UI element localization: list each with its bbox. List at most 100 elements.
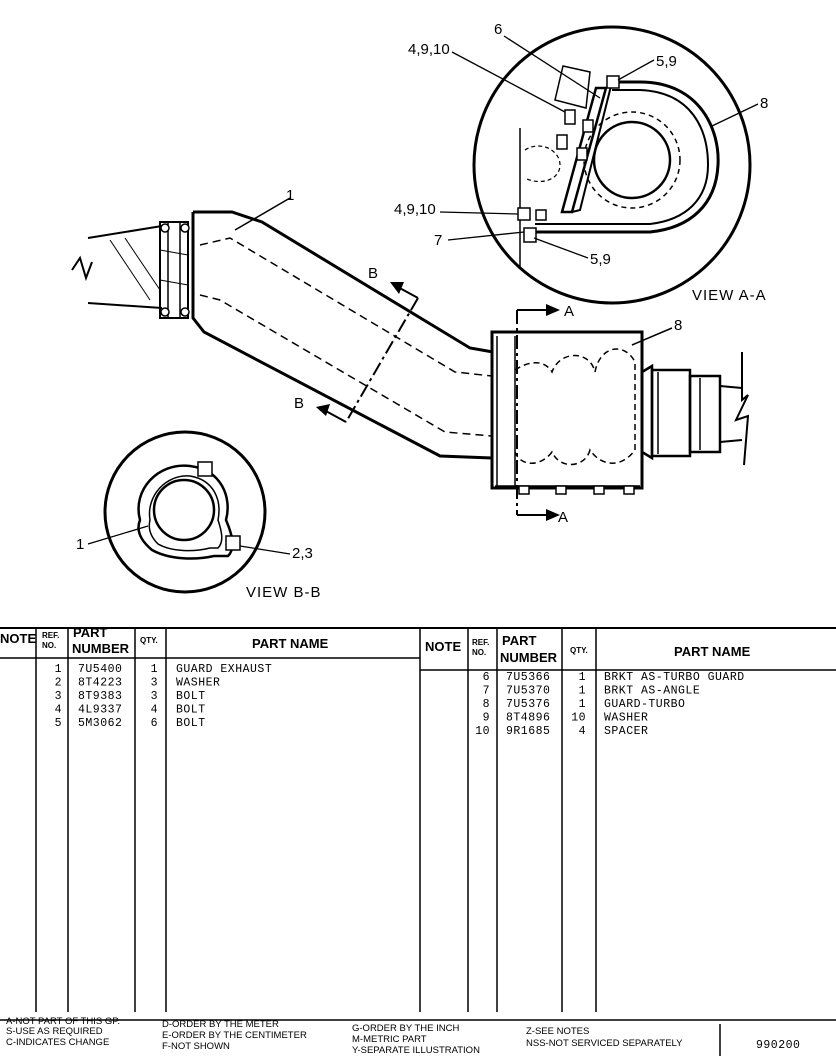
svg-text:3: 3 (151, 677, 158, 690)
section-a-label-bottom: A (558, 509, 568, 526)
section-line-a (516, 304, 560, 521)
view-a-label-4-9-10-bottom: 4,9,10 (394, 201, 436, 218)
header-part-left-1: PART (73, 625, 107, 640)
exhaust-guard-outline (191, 210, 494, 460)
svg-text:WASHER: WASHER (176, 677, 220, 690)
footer-note: M-METRIC PART (352, 1034, 427, 1045)
footer-note: D-ORDER BY THE METER (162, 1019, 279, 1030)
svg-text:10: 10 (475, 725, 490, 738)
svg-text:8: 8 (483, 698, 490, 711)
svg-text:1: 1 (579, 698, 586, 711)
header-partname-right: PART NAME (674, 644, 751, 659)
svg-text:8T4223: 8T4223 (78, 677, 122, 690)
table-row: 6 7U5366 1 BRKT AS-TURBO GUARD (483, 671, 745, 684)
view-b-b-detail: 1 2,3 VIEW B-B (76, 430, 322, 601)
svg-text:3: 3 (151, 690, 158, 703)
view-a-a-detail: 4,9,10 6 5,9 8 4,9,10 7 5,9 VIEW A-A (394, 21, 768, 305)
svg-text:8T9383: 8T9383 (78, 690, 122, 703)
view-a-label-4-9-10-top: 4,9,10 (408, 41, 450, 58)
header-ref-right-2: NO. (472, 648, 486, 657)
svg-text:4L9337: 4L9337 (78, 704, 122, 717)
footer-note: E-ORDER BY THE CENTIMETER (162, 1030, 307, 1041)
svg-text:1: 1 (55, 663, 62, 676)
table-row: 4 4L9337 4 BOLT (55, 704, 206, 717)
table-row: 9 8T4896 10 WASHER (483, 712, 648, 725)
header-ref-right-1: REF. (472, 638, 489, 647)
svg-text:4: 4 (579, 725, 586, 738)
parts-table: NOTE REF. NO. PART NUMBER QTY. PART NAME… (0, 625, 836, 1021)
label-item-1: 1 (286, 187, 294, 204)
svg-text:9R1685: 9R1685 (506, 725, 550, 738)
view-b-label-2-3: 2,3 (292, 545, 313, 562)
view-a-a-title: VIEW A-A (692, 287, 767, 304)
svg-text:1: 1 (579, 671, 586, 684)
view-a-label-5-9-top: 5,9 (656, 53, 677, 70)
svg-text:7: 7 (483, 685, 490, 698)
table-row: 1 7U5400 1 GUARD EXHAUST (55, 663, 272, 676)
svg-text:1: 1 (579, 685, 586, 698)
svg-text:6: 6 (483, 671, 490, 684)
drawing-code: 990200 (756, 1039, 800, 1052)
footer-note: S-USE AS REQUIRED (6, 1026, 103, 1037)
section-a-label-top: A (564, 303, 574, 320)
svg-text:GUARD-TURBO: GUARD-TURBO (604, 698, 685, 711)
svg-text:BOLT: BOLT (176, 717, 206, 730)
svg-text:5M3062: 5M3062 (78, 717, 122, 730)
header-note-left: NOTE (0, 631, 36, 646)
svg-text:6: 6 (151, 717, 158, 730)
view-a-label-5-9-bottom: 5,9 (590, 251, 611, 268)
header-part-left-2: NUMBER (72, 641, 130, 656)
svg-text:BRKT AS-TURBO GUARD: BRKT AS-TURBO GUARD (604, 671, 745, 684)
turbo-guard-box (490, 330, 644, 495)
svg-text:7U5376: 7U5376 (506, 698, 550, 711)
footer-note: C-INDICATES CHANGE (6, 1037, 109, 1048)
footer-note: A-NOT PART OF THIS GP. (6, 1016, 120, 1027)
header-qty-left: QTY. (140, 636, 158, 645)
view-a-label-7: 7 (434, 232, 442, 249)
header-part-right-2: NUMBER (500, 650, 558, 665)
header-qty-right: QTY. (570, 646, 588, 655)
svg-text:7U5400: 7U5400 (78, 663, 122, 676)
table-row: 2 8T4223 3 WASHER (55, 677, 220, 690)
svg-text:9: 9 (483, 712, 490, 725)
table-row: 5 5M3062 6 BOLT (55, 717, 206, 730)
footer-legend: A-NOT PART OF THIS GP. S-USE AS REQUIRED… (6, 1016, 800, 1056)
label-item-8-main: 8 (674, 317, 682, 334)
svg-text:1: 1 (151, 663, 158, 676)
view-a-label-8: 8 (760, 95, 768, 112)
svg-text:10: 10 (571, 712, 586, 725)
svg-text:BOLT: BOLT (176, 704, 206, 717)
header-ref-left-2: NO. (42, 641, 56, 650)
svg-text:7U5370: 7U5370 (506, 685, 550, 698)
svg-text:BRKT AS-ANGLE: BRKT AS-ANGLE (604, 685, 700, 698)
footer-note: G-ORDER BY THE INCH (352, 1023, 459, 1034)
table-row: 7 7U5370 1 BRKT AS-ANGLE (483, 685, 700, 698)
leader-1-main (234, 197, 291, 231)
svg-text:4: 4 (55, 704, 62, 717)
svg-text:SPACER: SPACER (604, 725, 648, 738)
footer-note: NSS-NOT SERVICED SEPARATELY (526, 1038, 683, 1049)
table-row: 10 9R1685 4 SPACER (475, 725, 648, 738)
header-partname-left: PART NAME (252, 636, 329, 651)
header-note-right: NOTE (425, 639, 461, 654)
view-b-label-1: 1 (76, 536, 84, 553)
view-b-b-title: VIEW B-B (246, 584, 322, 601)
leader-8-main (631, 327, 673, 346)
svg-text:3: 3 (55, 690, 62, 703)
footer-note: Y-SEPARATE ILLUSTRATION (352, 1045, 480, 1056)
footer-note: F-NOT SHOWN (162, 1041, 230, 1052)
section-b-label-top: B (368, 265, 378, 282)
left-exhaust-pipe (71, 221, 190, 319)
svg-text:7U5366: 7U5366 (506, 671, 550, 684)
footer-note: Z-SEE NOTES (526, 1026, 589, 1037)
table-row: 3 8T9383 3 BOLT (55, 690, 206, 703)
section-line-b (316, 282, 419, 423)
svg-text:BOLT: BOLT (176, 690, 206, 703)
svg-text:4: 4 (151, 704, 158, 717)
header-ref-left-1: REF. (42, 631, 59, 640)
section-b-label-bottom: B (294, 395, 304, 412)
svg-text:GUARD EXHAUST: GUARD EXHAUST (176, 663, 272, 676)
svg-text:8T4896: 8T4896 (506, 712, 550, 725)
right-outlet-pipe (641, 352, 750, 466)
